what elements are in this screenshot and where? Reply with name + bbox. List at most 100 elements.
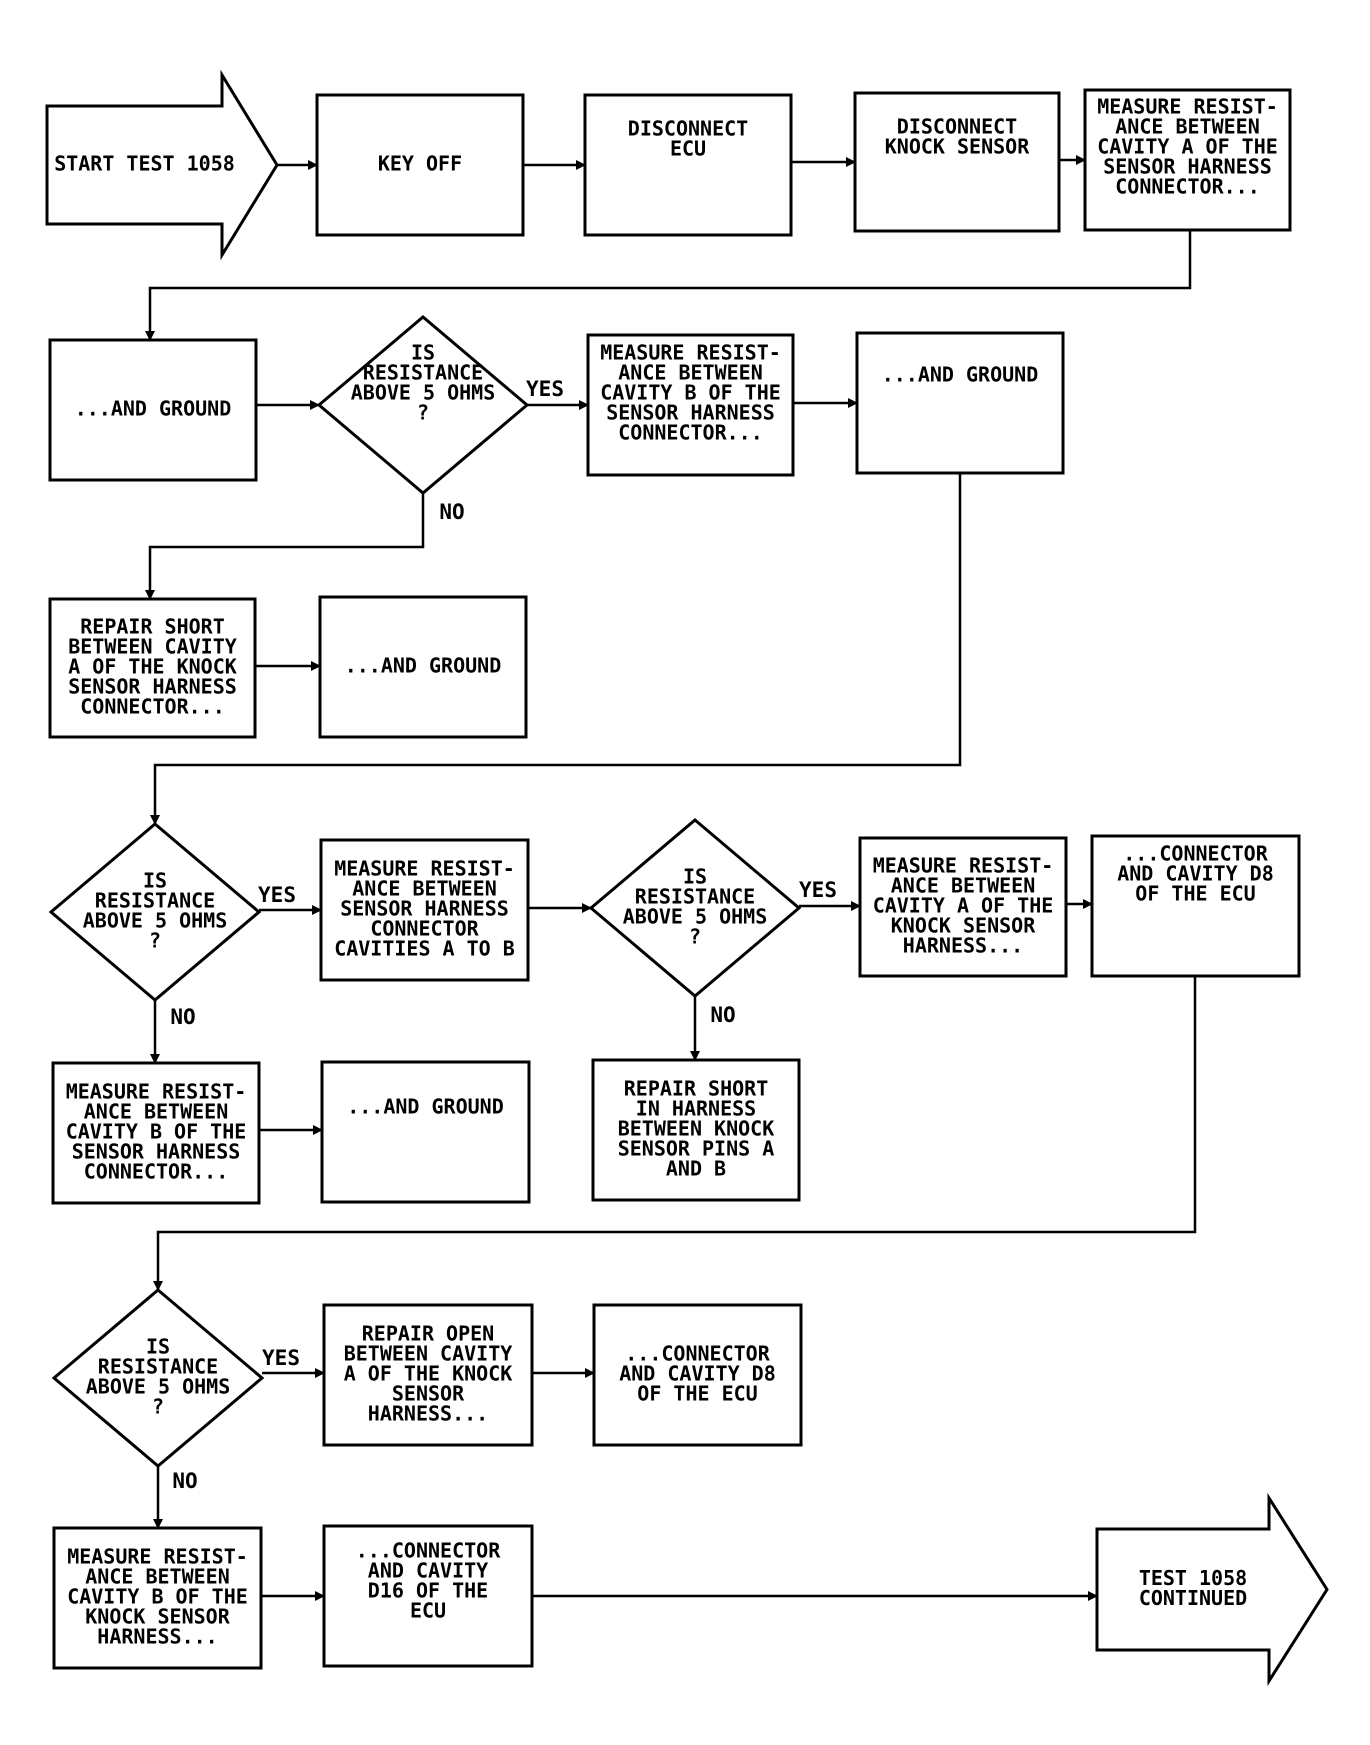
- measure-a-knock-text-line: ANCE BETWEEN: [891, 874, 1036, 898]
- measure-a-text-line: CAVITY A OF THE: [1097, 135, 1278, 159]
- key-off-text-line: KEY OFF: [378, 152, 462, 176]
- connector-line: [145, 230, 1192, 341]
- and-ground-4-node: ...AND GROUND: [320, 1060, 531, 1204]
- repair-short-a-box: [48, 597, 257, 739]
- d2-yes-label: YES: [258, 883, 296, 907]
- measure-a-knock-text-line: KNOCK SENSOR: [891, 914, 1036, 938]
- end-text-line: CONTINUED: [1139, 1586, 1247, 1610]
- connector-d16-text-line: AND CAVITY: [368, 1559, 488, 1583]
- measure-b-2-text-line: ANCE BETWEEN: [84, 1100, 229, 1124]
- repair-short-a-text-line: SENSOR HARNESS: [68, 675, 237, 699]
- disconnect-knock-text-line: DISCONNECT: [897, 115, 1017, 139]
- disconnect-ecu-text-line: DISCONNECT: [628, 117, 748, 141]
- and-ground-2-box: [855, 331, 1065, 475]
- d4-yes-label: YES: [262, 1346, 300, 1370]
- measure-b-box: [586, 333, 795, 477]
- measure-ab-text-line: ANCE BETWEEN: [352, 877, 497, 901]
- repair-open-a-text-line: SENSOR: [392, 1382, 465, 1406]
- measure-b-text-line: MEASURE RESIST-: [600, 341, 781, 365]
- decision-2-text-line: ?: [149, 929, 161, 953]
- decision-2-text-line: ABOVE 5 OHMS: [83, 909, 228, 933]
- repair-short-pins-box: [591, 1058, 801, 1202]
- connector-d8-1-text-line: OF THE ECU: [1135, 882, 1255, 906]
- start-arrow-shape: [45, 69, 279, 261]
- decision-2-text-line: RESISTANCE: [95, 889, 215, 913]
- decision-1-text-line: RESISTANCE: [363, 361, 483, 385]
- decision-4-diamond: [51, 1288, 265, 1468]
- repair-short-a-text-line: A OF THE KNOCK: [68, 655, 237, 679]
- decision-1-text-line: IS: [411, 341, 435, 365]
- disconnect-ecu-box: [583, 93, 793, 237]
- decision-4-text-line: ABOVE 5 OHMS: [86, 1375, 231, 1399]
- decision-3-diamond: [588, 818, 802, 998]
- and-ground-4-box: [320, 1060, 531, 1204]
- d3-no-label: NO: [710, 1003, 735, 1027]
- d3-yes-label: YES: [799, 878, 837, 902]
- decision-3-text-line: RESISTANCE: [635, 885, 755, 909]
- measure-b-text-line: CONNECTOR...: [618, 421, 763, 445]
- decision-4-text-line: IS: [146, 1335, 170, 1359]
- and-ground-2-node: ...AND GROUND: [855, 331, 1065, 475]
- connector-line: [153, 976, 1197, 1291]
- and-ground-2-text-line: ...AND GROUND: [882, 363, 1039, 387]
- repair-short-a-text-line: BETWEEN CAVITY: [68, 635, 237, 659]
- and-ground-3-node: ...AND GROUND: [318, 595, 528, 739]
- decision-4-text-line: ?: [152, 1395, 164, 1419]
- disconnect-ecu-text-line: ECU: [670, 137, 706, 161]
- repair-short-pins-text-line: BETWEEN KNOCK: [618, 1117, 775, 1141]
- end-arrow-shape: [1095, 1492, 1329, 1687]
- decision-1-diamond: [316, 315, 530, 495]
- measure-a-knock-box: [858, 836, 1068, 978]
- connector-d8-2-box: [592, 1303, 803, 1447]
- measure-a-text-line: SENSOR HARNESS: [1103, 155, 1272, 179]
- repair-short-pins-text-line: SENSOR PINS A: [618, 1137, 775, 1161]
- measure-b-2-text-line: CONNECTOR...: [84, 1160, 229, 1184]
- measure-b-knock-text-line: KNOCK SENSOR: [85, 1605, 230, 1629]
- measure-b-knock-text-line: ANCE BETWEEN: [85, 1565, 230, 1589]
- measure-b-text-line: CAVITY B OF THE: [600, 381, 781, 405]
- decision-3-text-line: IS: [683, 865, 707, 889]
- start-text-line: START TEST 1058: [54, 152, 235, 176]
- measure-a-knock-text-line: HARNESS...: [903, 934, 1023, 958]
- decision-1-text-line: ?: [417, 401, 429, 425]
- decision-1-text-line: ABOVE 5 OHMS: [351, 381, 496, 405]
- measure-ab-text-line: CONNECTOR: [370, 917, 479, 941]
- measure-b-2-text-line: MEASURE RESIST-: [66, 1080, 247, 1104]
- and-ground-1-box: [48, 338, 258, 482]
- disconnect-knock-box: [853, 91, 1061, 233]
- repair-open-a-text-line: BETWEEN CAVITY: [344, 1342, 513, 1366]
- decision-2-diamond: [48, 822, 262, 1002]
- repair-short-a-text-line: CONNECTOR...: [80, 695, 225, 719]
- connector-d16-box: [322, 1524, 534, 1668]
- measure-b-2-text-line: CAVITY B OF THE: [66, 1120, 247, 1144]
- connector-d16-text-line: ...CONNECTOR: [356, 1539, 501, 1563]
- d2-no-label: NO: [170, 1005, 195, 1029]
- measure-b-text-line: ANCE BETWEEN: [618, 361, 763, 385]
- connector-d8-2-text-line: OF THE ECU: [637, 1382, 757, 1406]
- measure-b-knock-text-line: CAVITY B OF THE: [67, 1585, 248, 1609]
- repair-open-a-text-line: HARNESS...: [368, 1402, 488, 1426]
- measure-b-2-text-line: SENSOR HARNESS: [72, 1140, 241, 1164]
- decision-3-text-line: ?: [689, 925, 701, 949]
- start-node: START TEST 1058: [45, 69, 279, 261]
- measure-ab-text-line: CAVITIES A TO B: [334, 937, 515, 961]
- connector-d8-1-text-line: AND CAVITY D8: [1117, 862, 1274, 886]
- decision-4-text-line: RESISTANCE: [98, 1355, 218, 1379]
- measure-a-knock-text-line: MEASURE RESIST-: [873, 854, 1054, 878]
- repair-short-a-text-line: REPAIR SHORT: [80, 615, 225, 639]
- decision-2-text-line: IS: [143, 869, 167, 893]
